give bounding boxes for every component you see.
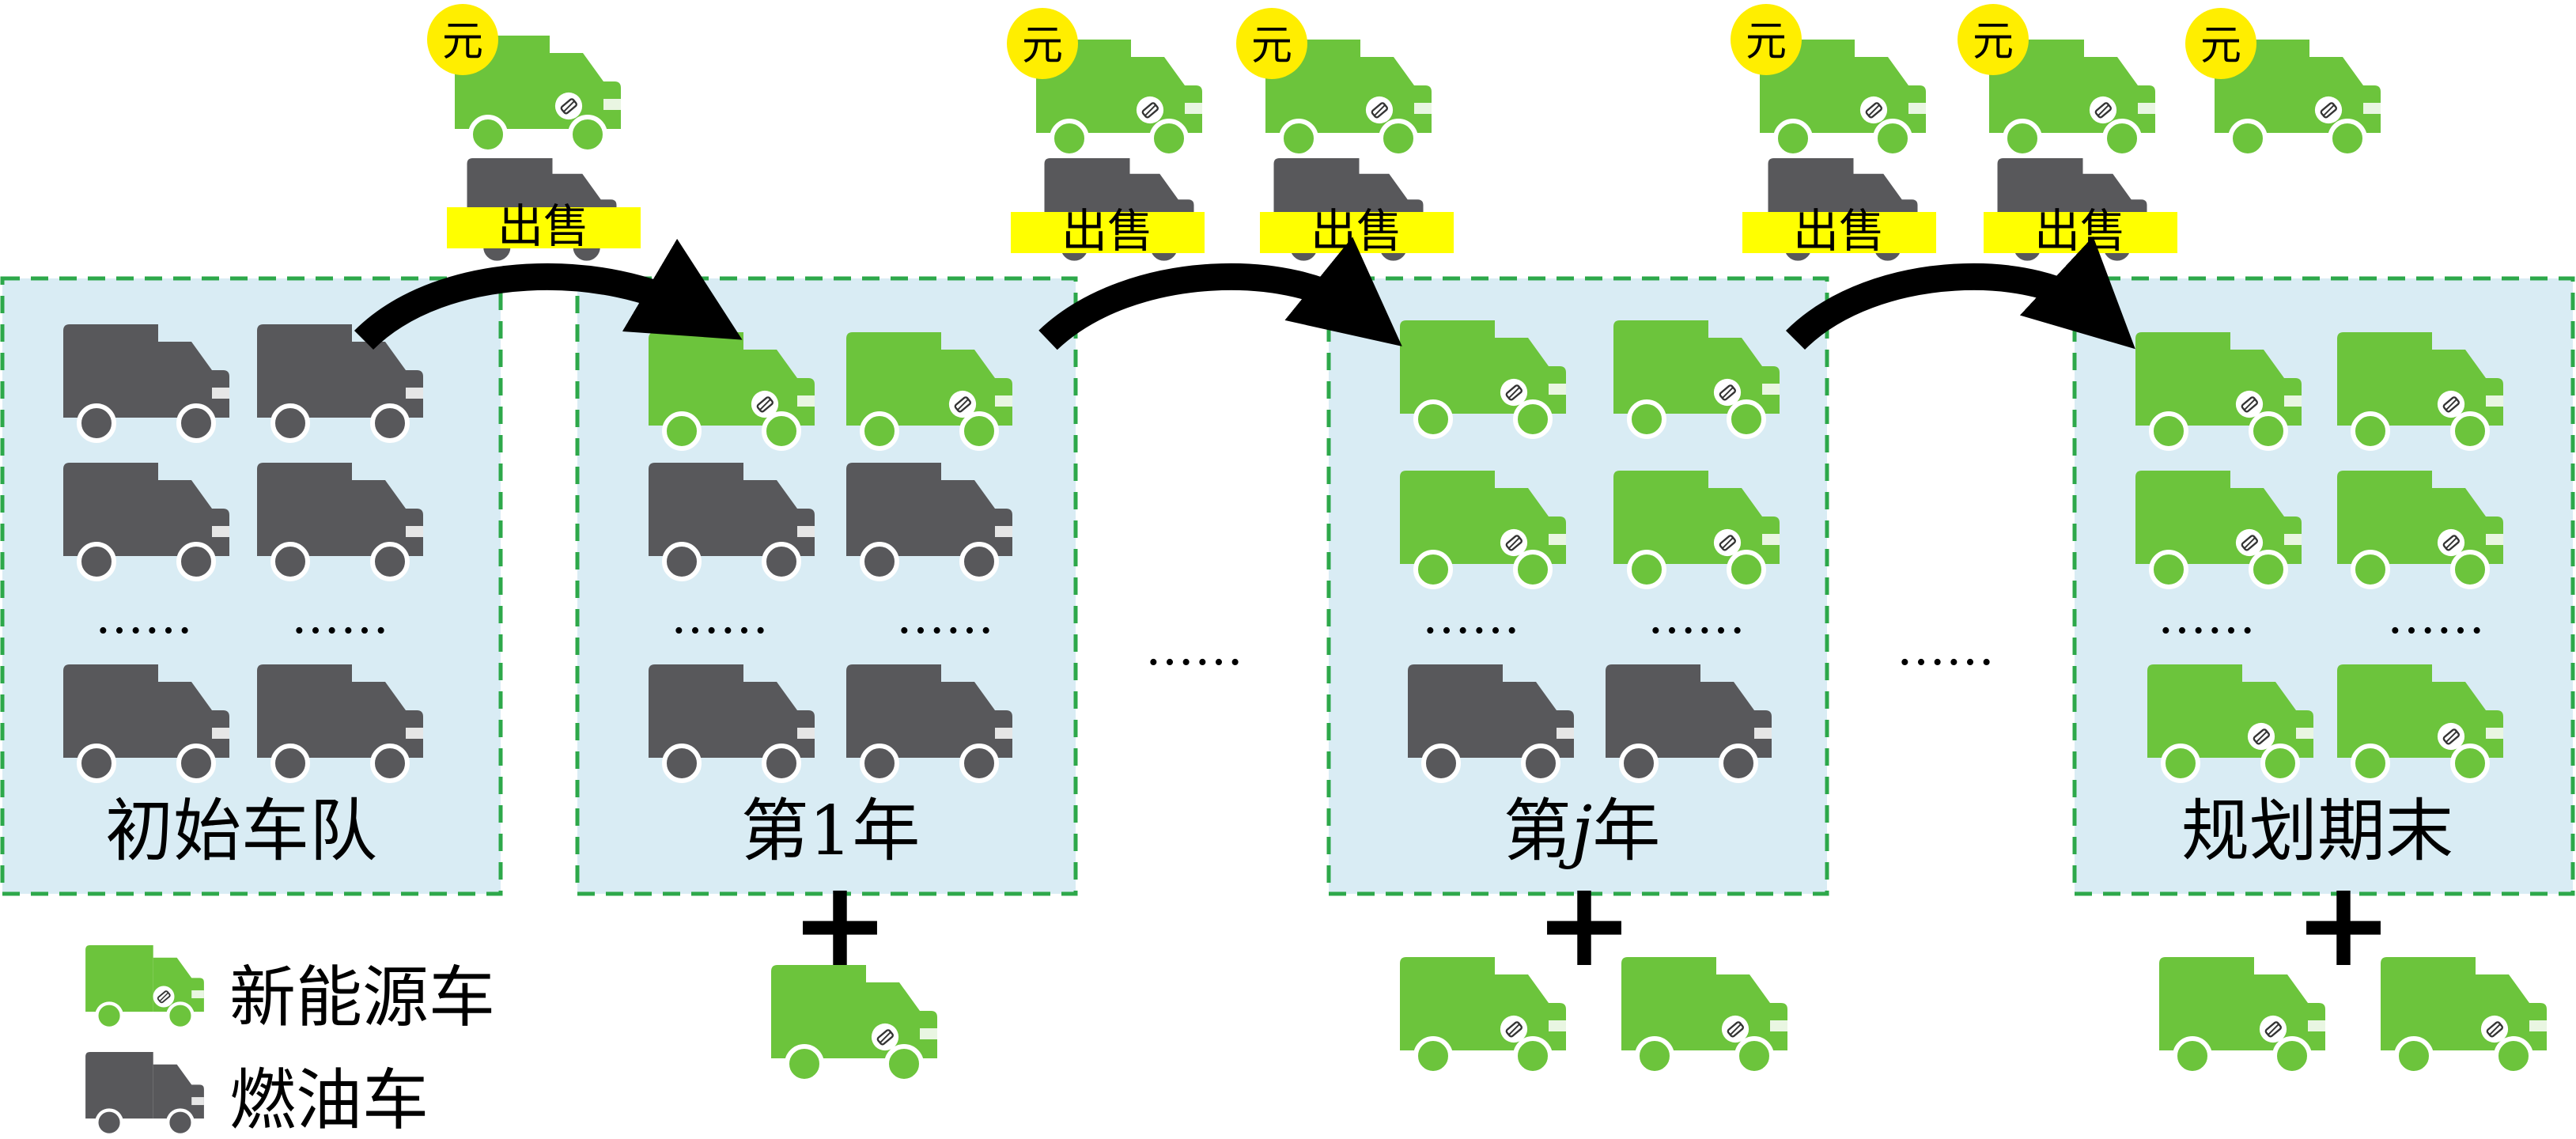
transition-arrows — [354, 236, 2135, 350]
ev-truck — [2381, 957, 2547, 1073]
legend-ev-label: 新能源车 — [229, 959, 495, 1036]
arrow-yearj-to-planend — [1785, 236, 2135, 350]
battery-icon — [2246, 721, 2276, 751]
sell-tag — [447, 207, 641, 248]
label-initial-fleet: 初始车队 — [105, 792, 377, 871]
legend-fuel-label: 燃油车 — [229, 1061, 429, 1139]
arrow-initial-to-year1 — [354, 238, 743, 350]
battery-icon — [2436, 721, 2466, 751]
money-coin-text: 元 — [442, 18, 483, 66]
legend-ev-icon — [85, 945, 204, 1028]
ellipsis: …… — [896, 587, 994, 645]
battery-icon — [152, 985, 176, 1008]
battery-icon — [2258, 1014, 2288, 1044]
battery-icon — [2313, 95, 2343, 125]
between-ellipses: …… …… — [1145, 619, 1995, 676]
ellipsis: …… — [2387, 587, 2485, 645]
arrow-year1-to-yearj — [1038, 237, 1402, 350]
ev-truck — [771, 965, 937, 1081]
battery-icon — [2436, 389, 2466, 419]
ellipsis: …… — [291, 587, 389, 645]
ellipsis: …… — [2158, 587, 2256, 645]
ellipsis: …… — [1647, 587, 1746, 645]
battery-icon — [2436, 528, 2466, 558]
sell-tag-text: 出售 — [1793, 204, 1885, 258]
money-coin-icon — [1236, 8, 1307, 79]
money-coin-icon — [1958, 4, 2029, 75]
label-plan-end: 规划期末 — [2181, 792, 2453, 871]
ellipsis-between-2: …… — [1897, 619, 1995, 676]
battery-icon — [554, 91, 584, 121]
sell-tag-text: 出售 — [497, 199, 589, 253]
legend-fuel-icon — [85, 1052, 204, 1135]
label-year-1: 第1年 — [741, 792, 921, 871]
money-coins: 元 元 元 元 元 元 — [427, 4, 2256, 79]
battery-icon — [1499, 528, 1529, 558]
label-year-j: 第j年 — [1504, 792, 1661, 871]
box-ellipses: …… …… …… …… …… …… …… …… — [95, 587, 2485, 645]
battery-icon — [948, 389, 978, 419]
battery-icon — [2088, 95, 2118, 125]
battery-icon — [870, 1022, 900, 1052]
battery-icon — [1720, 1014, 1750, 1044]
plus-sign: + — [2294, 856, 2393, 993]
money-coin-icon — [2185, 8, 2256, 79]
battery-icon — [2480, 1014, 2510, 1044]
sell-tag — [1742, 212, 1936, 253]
battery-icon — [1364, 95, 1394, 125]
battery-icon — [1712, 377, 1742, 407]
sell-tag — [1011, 212, 1205, 253]
legend: 新能源车 燃油车 — [85, 945, 495, 1139]
ellipsis: …… — [95, 587, 193, 645]
money-coin-text: 元 — [1973, 18, 2014, 66]
battery-icon — [2234, 528, 2264, 558]
battery-icon — [1859, 95, 1889, 125]
battery-icon — [750, 389, 780, 419]
sell-tag-text: 出售 — [1311, 204, 1402, 258]
battery-icon — [1712, 528, 1742, 558]
money-coin-icon — [1007, 8, 1078, 79]
money-coin-text: 元 — [1746, 18, 1787, 66]
money-coin-text: 元 — [1251, 22, 1292, 70]
money-coin-text: 元 — [2200, 22, 2241, 70]
battery-icon — [1135, 95, 1165, 125]
battery-icon — [2234, 389, 2264, 419]
battery-icon — [1499, 1014, 1529, 1044]
ellipsis-between-1: …… — [1145, 619, 1243, 676]
plus-sign: + — [1534, 856, 1634, 993]
battery-icon — [1499, 377, 1529, 407]
sell-tag-text: 出售 — [2034, 204, 2126, 258]
additions: + + + — [771, 856, 2547, 1081]
money-coin-text: 元 — [1022, 22, 1063, 70]
sell-tags: 出售 出售 出售 出售 出售 — [447, 199, 2177, 258]
ellipsis: …… — [671, 587, 769, 645]
sell-tag-text: 出售 — [1061, 204, 1153, 258]
ellipsis: …… — [1422, 587, 1520, 645]
money-coin-icon — [427, 4, 498, 75]
money-coin-icon — [1731, 4, 1802, 75]
ev-truck — [1621, 957, 1787, 1073]
